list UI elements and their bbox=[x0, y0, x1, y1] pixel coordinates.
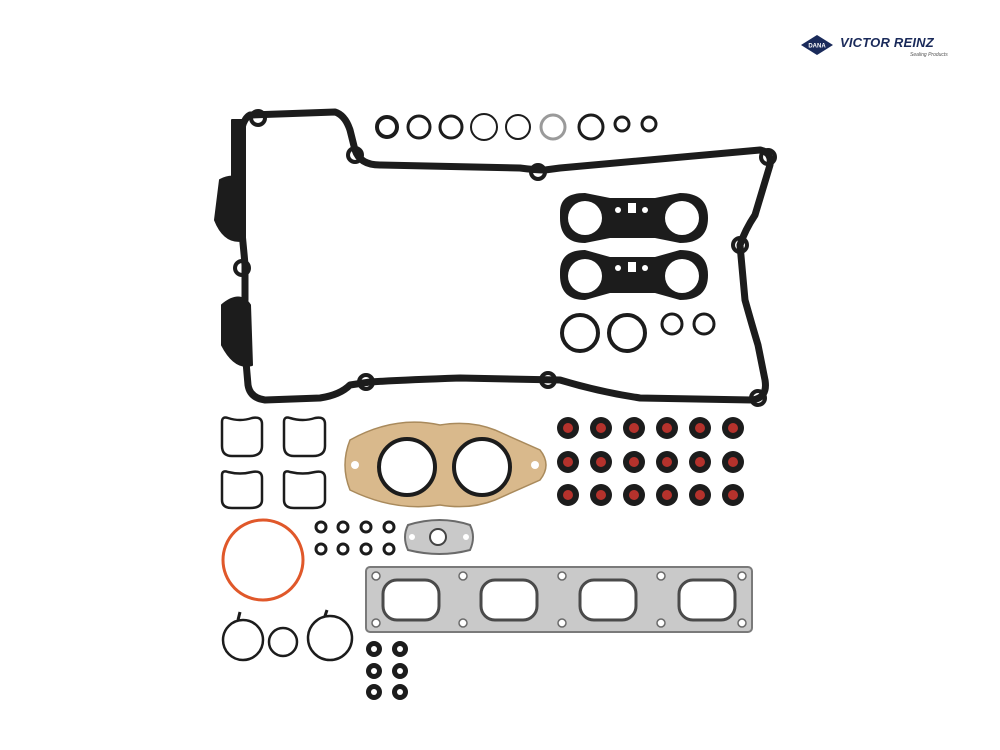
spark-plug-seals bbox=[560, 193, 708, 300]
exhaust-manifold-gasket bbox=[365, 566, 753, 633]
dana-diamond-icon: DANA bbox=[801, 35, 833, 55]
valve-stem-seals bbox=[557, 417, 744, 506]
intake-gaskets bbox=[220, 416, 327, 510]
small-orings bbox=[314, 520, 396, 556]
valve-cover-gasket bbox=[214, 108, 777, 407]
bottom-rings bbox=[221, 609, 354, 662]
brand-name: VICTOR REINZ bbox=[840, 35, 934, 50]
small-flange-gasket bbox=[404, 519, 474, 555]
exhaust-flange-gasket bbox=[344, 421, 547, 508]
orange-oring bbox=[221, 518, 305, 602]
top-orings bbox=[375, 113, 658, 141]
brand-tagline: Sealing Products bbox=[910, 52, 948, 58]
brand-logo: DANA VICTOR REINZ Sealing Products bbox=[800, 32, 950, 62]
svg-text:DANA: DANA bbox=[808, 44, 826, 50]
mid-orings bbox=[560, 312, 716, 353]
